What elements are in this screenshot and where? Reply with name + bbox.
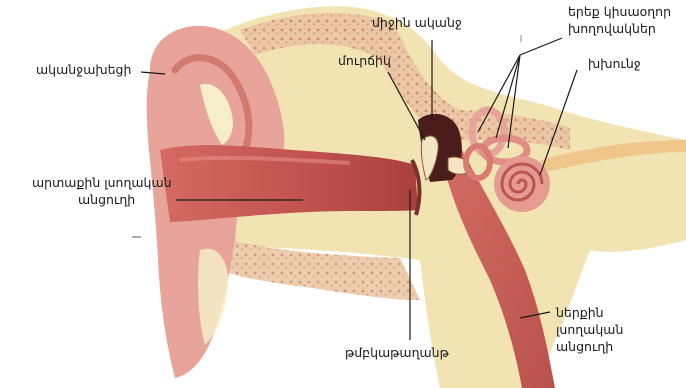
label-inner-canal-line3: անցուղի (556, 338, 623, 355)
label-outer-canal-line2: անցուղի (32, 191, 172, 208)
label-inner-canal-line1: ներքին (556, 304, 623, 321)
leader-semicircular-a (520, 38, 562, 55)
label-eardrum: թմբկաթաղանթ (345, 344, 449, 361)
label-inner-canal: ներքին լսողական անցուղի (556, 304, 623, 355)
label-outer-canal: արտաքին լսողական անցուղի (32, 174, 172, 208)
label-semicircular-line2: խողովակներ (568, 20, 671, 37)
label-cochlea-text: խխունջ (588, 55, 641, 72)
label-pinna: ականջախեցի (36, 61, 131, 78)
label-middle-ear: միջին ականջ (372, 14, 462, 31)
label-outer-canal-line1: արտաքին լսողական (32, 174, 172, 191)
label-semicircular-line1: երեք կիսաօղոր (568, 3, 671, 20)
label-middle-ear-text: միջին ականջ (372, 14, 462, 31)
label-semicircular-canals: երեք կիսաօղոր խողովակներ (568, 3, 671, 37)
label-hammer-text: մուրճիկ (338, 52, 391, 69)
label-cochlea: խխունջ (588, 55, 641, 72)
label-hammer: մուրճիկ (338, 52, 391, 69)
lobule-cartilage (198, 249, 228, 345)
label-pinna-text: ականջախեցի (36, 61, 131, 78)
label-inner-canal-line2: լսողական (556, 321, 623, 338)
label-eardrum-text: թմբկաթաղանթ (345, 344, 449, 361)
